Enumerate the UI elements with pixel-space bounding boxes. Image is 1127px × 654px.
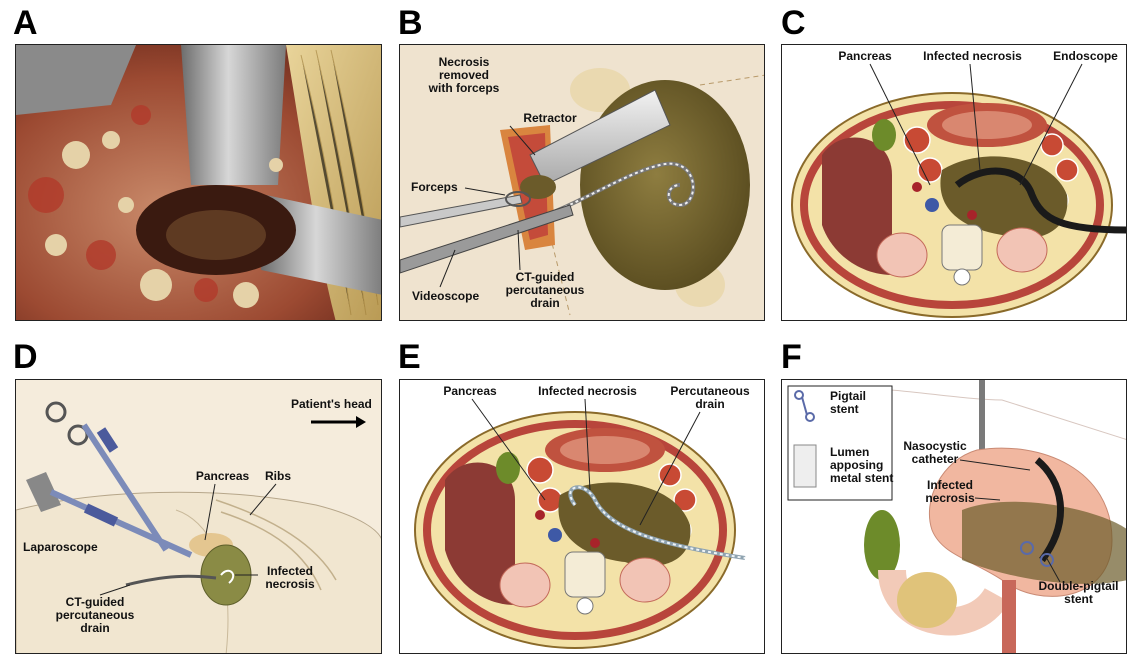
label-necrosis-removed: Necrosis removed with forceps bbox=[419, 56, 509, 95]
label-pancreas-c: Pancreas bbox=[830, 50, 900, 63]
panel-letter-a: A bbox=[13, 6, 38, 40]
panel-a-surgical-photo bbox=[15, 44, 382, 321]
label-patients-head: Patient's head bbox=[291, 398, 381, 411]
label-pancreas-d: Pancreas bbox=[190, 470, 255, 483]
label-infected-necrosis-f: Infected necrosis bbox=[915, 479, 985, 505]
cross-section-c-drawing bbox=[782, 45, 1127, 321]
panel-letter-d: D bbox=[13, 340, 38, 374]
surgical-field-illustration bbox=[16, 45, 382, 321]
panel-letter-c: C bbox=[781, 6, 806, 40]
panel-letter-b: B bbox=[398, 6, 423, 40]
label-ct-guided-drain-d: CT-guided percutaneous drain bbox=[45, 596, 145, 635]
label-forceps: Forceps bbox=[411, 181, 481, 194]
panel-letter-e: E bbox=[398, 340, 421, 374]
label-nasocystic-catheter: Nasocystic catheter bbox=[895, 440, 975, 466]
panel-letter-f: F bbox=[781, 340, 802, 374]
label-percutaneous-drain-e: Percutaneous drain bbox=[660, 385, 760, 411]
panel-e-cross-section bbox=[399, 379, 765, 654]
label-infected-necrosis-e: Infected necrosis bbox=[530, 385, 645, 398]
cross-section-e-drawing bbox=[400, 380, 765, 654]
label-double-pigtail-stent: Double-pigtail stent bbox=[1030, 580, 1127, 606]
label-retractor: Retractor bbox=[510, 112, 590, 125]
label-infected-necrosis-d: Infected necrosis bbox=[255, 565, 325, 591]
label-ribs-d: Ribs bbox=[258, 470, 298, 483]
panel-c-cross-section bbox=[781, 44, 1127, 321]
label-ct-guided-drain-b: CT-guided percutaneous drain bbox=[495, 271, 595, 310]
label-videoscope: Videoscope bbox=[412, 290, 492, 303]
endoscopic-drawing bbox=[782, 380, 1127, 654]
label-laparoscope: Laparoscope bbox=[23, 541, 113, 554]
label-pigtail-stent: Pigtail stent bbox=[830, 390, 890, 416]
label-pancreas-e: Pancreas bbox=[435, 385, 505, 398]
label-infected-necrosis-c: Infected necrosis bbox=[915, 50, 1030, 63]
panel-f-endoscopic-illustration bbox=[781, 379, 1127, 654]
label-endoscope-c: Endoscope bbox=[1048, 50, 1123, 63]
label-lumen-apposing-metal-stent: Lumen apposing metal stent bbox=[830, 446, 900, 485]
